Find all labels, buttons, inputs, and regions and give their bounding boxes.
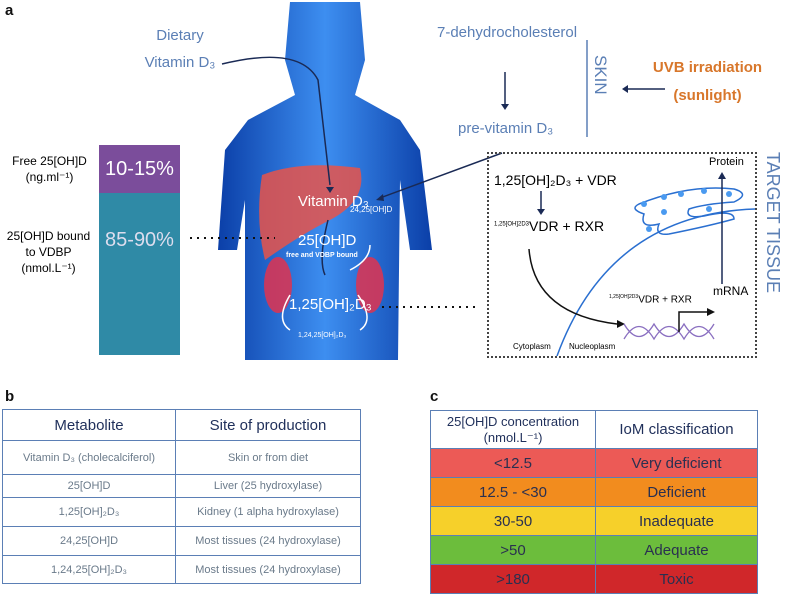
right-kidney xyxy=(356,257,384,313)
cell-metabolite: 24,25[OH]D xyxy=(2,526,176,556)
cell-metabolite: 1,24,25[OH]₂D₃ xyxy=(2,555,176,584)
free-fraction-bar: 10-15% xyxy=(99,145,180,193)
nucleoplasm-label: Nucleoplasm xyxy=(569,342,616,351)
cell-site: Kidney (1 alpha hydroxylase) xyxy=(175,497,361,527)
free-label: Free 25[OH]D (ng.ml⁻¹) xyxy=(2,153,97,185)
bound-label-line3: (nmol.L⁻¹) xyxy=(21,261,76,275)
left-kidney xyxy=(264,257,292,313)
uvb-line1: UVB irradiation xyxy=(652,59,763,76)
cell-site: Most tissues (24 hydroxylase) xyxy=(175,526,361,556)
cell-site: Liver (25 hydroxylase) xyxy=(175,474,361,498)
cell-metabolite: Vitamin D₃ (cholecalciferol) xyxy=(2,440,176,475)
header-concentration-line1: 25[OH]D concentration xyxy=(446,413,580,429)
step3-text: VDR + RXR xyxy=(638,294,692,306)
cell-metabolite: 1,25[OH]₂D₃ xyxy=(2,497,176,527)
m125-label: 1,25[OH]₂D₃ xyxy=(289,296,372,313)
header-metabolite: Metabolite xyxy=(2,409,176,441)
cell-class: Very deficient xyxy=(595,448,758,478)
arrow-2425 xyxy=(349,244,371,271)
ribosomes xyxy=(641,188,732,232)
cell-range: 12.5 - <30 xyxy=(430,477,596,507)
mrna-label: mRNA xyxy=(713,284,749,298)
dietary-vitamin-label: Dietary Vitamin D₃ xyxy=(140,22,220,76)
vitamin-d3-label: Vitamin D₃ xyxy=(298,193,369,210)
liver xyxy=(259,165,362,260)
dietary-line2: Vitamin D₃ xyxy=(144,54,216,71)
target-step2: 1,25[OH]2D3VDR + RXR xyxy=(494,218,604,234)
free-label-line2: (ng.ml⁻¹) xyxy=(25,170,74,184)
target-step1: 1,25[OH]₂D₃ + VDR xyxy=(494,172,617,188)
m25-label: 25[OH]D xyxy=(298,232,357,249)
cell-class: Toxic xyxy=(595,564,758,594)
cell-class: Adequate xyxy=(595,535,758,565)
header-concentration-line2: (nmol.L⁻¹) xyxy=(483,429,543,445)
free-label-line1: Free 25[OH]D xyxy=(12,154,87,168)
step2-superscript: 1,25[OH]2D3 xyxy=(494,221,530,228)
body-diagram xyxy=(190,2,665,360)
bound-label-line2: to VDBP xyxy=(25,245,72,259)
bound-label: 25[OH]D bound to VDBP (nmol.L⁻¹) xyxy=(0,228,97,276)
header-concentration: 25[OH]D concentration(nmol.L⁻¹) xyxy=(430,410,596,449)
arrow-kidney-r xyxy=(357,294,368,331)
table-header: 25[OH]D concentration(nmol.L⁻¹)IoM class… xyxy=(430,410,758,449)
arrow-previtamin xyxy=(379,152,503,199)
target-tissue-label: TARGET TISSUE xyxy=(763,152,783,294)
skin-label: SKIN xyxy=(591,55,610,95)
protein-label: Protein xyxy=(709,156,744,168)
classification-table: 25[OH]D concentration(nmol.L⁻¹)IoM class… xyxy=(430,410,758,594)
cell-site: Most tissues (24 hydroxylase) xyxy=(175,555,361,584)
target-step3: 1,25[OH]2D3VDR + RXR xyxy=(609,294,692,305)
arrow-to-dna xyxy=(528,248,618,325)
arrow-dietary xyxy=(221,56,331,186)
cell-class: Inadequate xyxy=(595,506,758,536)
cell-class: Deficient xyxy=(595,477,758,507)
bound-label-line1: 25[OH]D bound xyxy=(6,229,91,243)
target-tissue-box: 1,25[OH]₂D₃ + VDR 1,25[OH]2D3VDR + RXR 1… xyxy=(487,152,757,358)
cytoplasm-label: Cytoplasm xyxy=(513,342,551,351)
dietary-line1: Dietary xyxy=(156,27,204,44)
cell-site: Skin or from diet xyxy=(175,440,361,475)
cell-diagram xyxy=(528,172,755,356)
nuclear-membrane xyxy=(556,208,755,356)
cell-metabolite: 25[OH]D xyxy=(2,474,176,498)
arrow-liver xyxy=(321,219,329,276)
panel-a-label: a xyxy=(5,2,14,19)
previtamin-label: pre-vitamin D₃ xyxy=(458,120,554,137)
cell-range: >180 xyxy=(430,564,596,594)
m12425-label: 1,24,25[OH]₂D₃ xyxy=(298,332,347,339)
bound-fraction-bar: 85-90% xyxy=(99,193,180,355)
dehydrocholesterol-label: 7-dehydrocholesterol xyxy=(437,24,578,41)
header-classification: IoM classification xyxy=(595,410,758,449)
header-site: Site of production xyxy=(175,409,361,441)
dna-helix xyxy=(623,322,715,341)
cell-range: >50 xyxy=(430,535,596,565)
panel-b-label: b xyxy=(5,388,15,405)
step2-text: VDR + RXR xyxy=(529,218,605,234)
table-row: Vitamin D₃ (cholecalciferol)Skin or from… xyxy=(2,440,361,475)
uvb-line2: (sunlight) xyxy=(673,87,742,104)
uvb-label: UVB irradiation (sunlight) xyxy=(650,54,765,110)
m2425-label: 24,25[OH]D xyxy=(350,205,393,214)
cell-range: <12.5 xyxy=(430,448,596,478)
arrow-kidney-l xyxy=(281,294,291,331)
step3-superscript: 1,25[OH]2D3 xyxy=(609,294,639,300)
m25-sublabel: free and VDBP bound xyxy=(286,252,358,259)
panel-c-label: c xyxy=(430,388,439,405)
cell-range: 30-50 xyxy=(430,506,596,536)
endoplasmic-reticulum xyxy=(634,187,744,236)
transcription-arrow xyxy=(678,311,707,332)
